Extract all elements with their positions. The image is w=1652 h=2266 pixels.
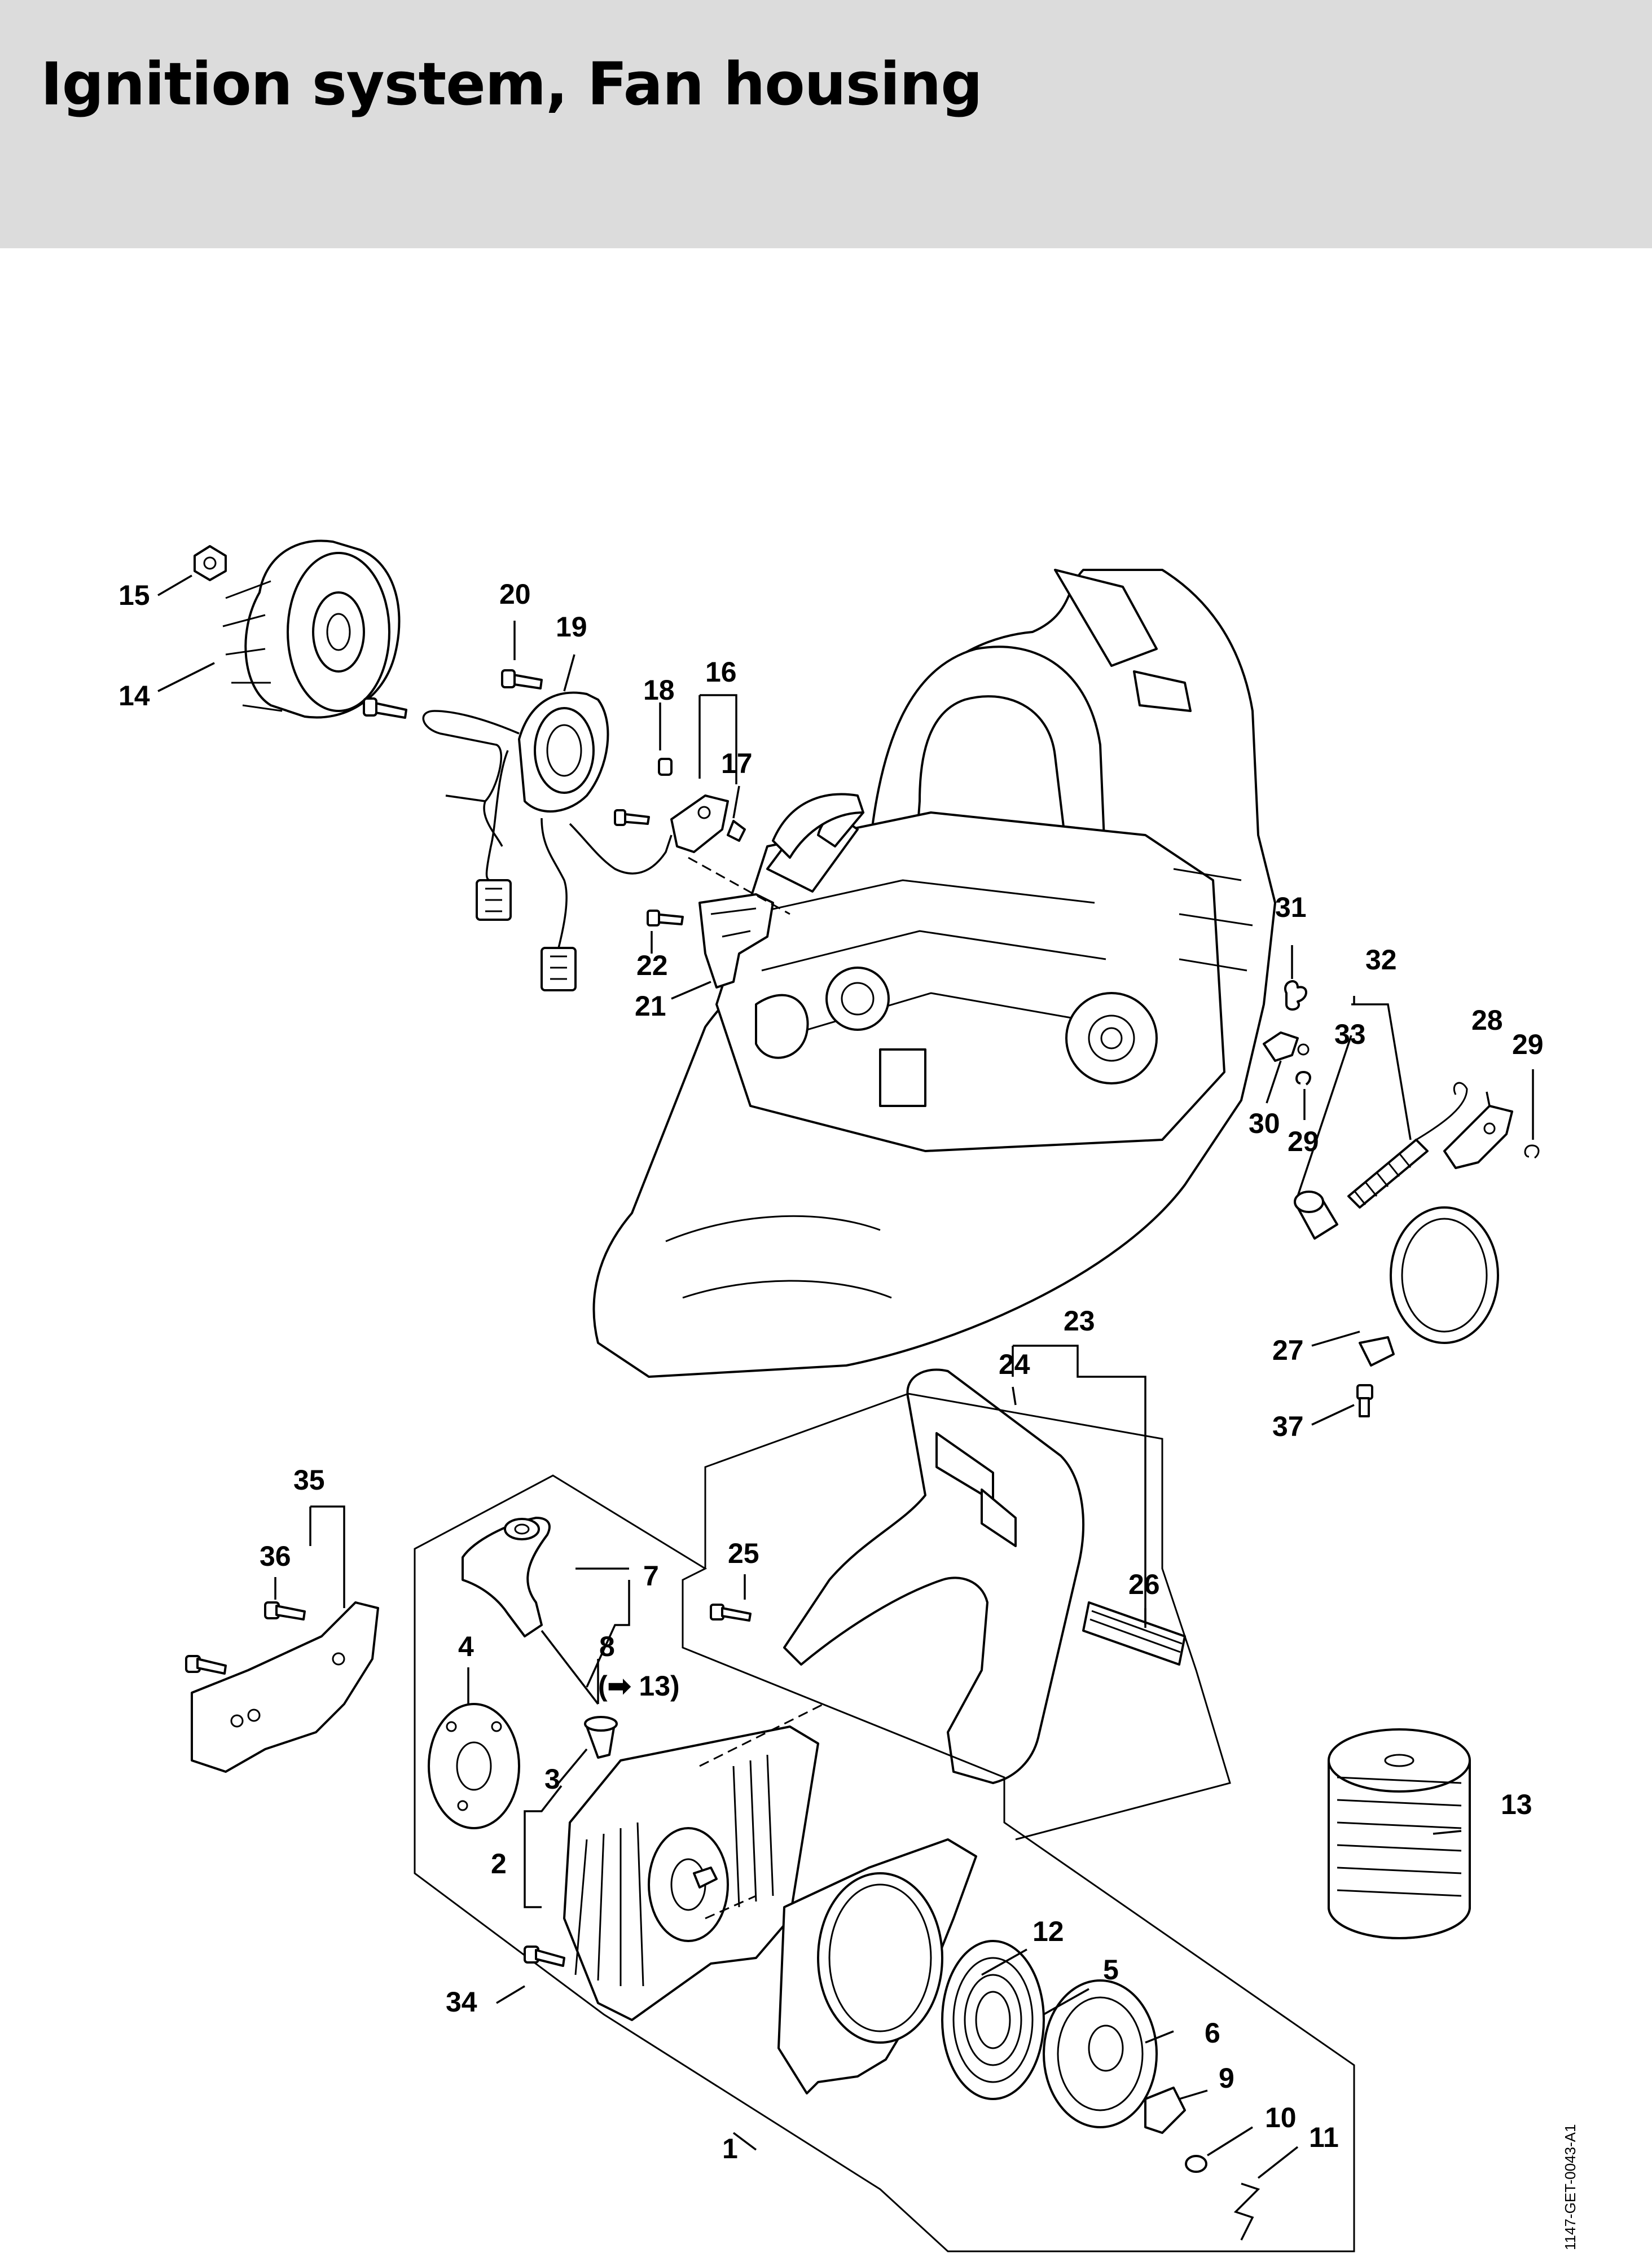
- cover-plate-illustration: [185, 1601, 379, 1773]
- callout-5[interactable]: 5: [1103, 1954, 1119, 1986]
- callout-37[interactable]: 37: [1272, 1411, 1304, 1442]
- group-frame-fan-housing: [414, 1474, 1355, 2252]
- callout-19[interactable]: 19: [556, 611, 587, 643]
- callout-9[interactable]: 9: [1219, 2062, 1234, 2094]
- callout-36[interactable]: 36: [260, 1540, 291, 1572]
- callout-34[interactable]: 34: [446, 1986, 477, 2018]
- fan-housing-illustration: [428, 1517, 1260, 2241]
- document-code: 1147-GET-0043-A1: [1562, 2124, 1579, 2250]
- page-title: Ignition system, Fan housing: [41, 50, 983, 118]
- callout-24[interactable]: 24: [999, 1349, 1030, 1380]
- callout-10[interactable]: 10: [1265, 2102, 1297, 2133]
- callout-29-left[interactable]: 29: [1288, 1126, 1319, 1157]
- callout-13[interactable]: 13: [1501, 1789, 1532, 1820]
- callout-3[interactable]: 3: [544, 1763, 560, 1795]
- callout-33[interactable]: 33: [1334, 1018, 1366, 1050]
- rope-spool-illustration: [1328, 1728, 1471, 1939]
- callout-20[interactable]: 20: [499, 578, 531, 610]
- callout-35[interactable]: 35: [293, 1464, 325, 1496]
- callout-16[interactable]: 16: [705, 656, 737, 688]
- chain-brake-illustration: [1263, 980, 1540, 1417]
- chainsaw-body-illustration: [592, 569, 1276, 1378]
- callout-15[interactable]: 15: [118, 579, 150, 611]
- callout-2[interactable]: 2: [491, 1848, 507, 1879]
- callout-27[interactable]: 27: [1272, 1334, 1304, 1366]
- group-frame-handle: [704, 1393, 1231, 1841]
- callout-leaders: [157, 574, 1534, 2179]
- callout-4[interactable]: 4: [458, 1631, 474, 1662]
- callout-30[interactable]: 30: [1249, 1108, 1280, 1139]
- callout-12[interactable]: 12: [1032, 1916, 1064, 1947]
- callout-6[interactable]: 6: [1205, 2017, 1220, 2049]
- callout-31[interactable]: 31: [1275, 892, 1307, 923]
- callout-8-reference[interactable]: (➡ 13): [598, 1670, 680, 1702]
- callout-14[interactable]: 14: [118, 680, 150, 712]
- handle-frame-illustration: [710, 1368, 1186, 1784]
- air-guide-illustration: [647, 893, 774, 989]
- callout-7[interactable]: 7: [643, 1560, 659, 1592]
- callout-11[interactable]: 11: [1309, 2122, 1339, 2153]
- callout-25[interactable]: 25: [728, 1538, 759, 1569]
- callout-18[interactable]: 18: [643, 674, 675, 706]
- contact-spring-illustration: [614, 758, 746, 853]
- callout-28[interactable]: 28: [1471, 1004, 1503, 1036]
- callout-22[interactable]: 22: [636, 950, 668, 981]
- callout-32[interactable]: 32: [1365, 944, 1397, 976]
- ignition-module-illustration: [363, 669, 673, 991]
- callout-1[interactable]: 1: [722, 2133, 738, 2164]
- callout-21[interactable]: 21: [635, 990, 666, 1022]
- callout-8[interactable]: 8: [599, 1631, 615, 1662]
- fan-wheel-illustration: [194, 539, 401, 719]
- callout-29-right[interactable]: 29: [1512, 1029, 1544, 1060]
- callout-23[interactable]: 23: [1064, 1305, 1095, 1337]
- header-band: Ignition system, Fan housing: [0, 0, 1652, 248]
- callout-17[interactable]: 17: [721, 748, 753, 779]
- assembly-guide-lines: [688, 857, 824, 1920]
- callout-26[interactable]: 26: [1128, 1569, 1160, 1600]
- callout-labels: 1 2 3 4 5 6 7 8 (➡ 13) 9 10 11 12 13 14 …: [118, 578, 1544, 2164]
